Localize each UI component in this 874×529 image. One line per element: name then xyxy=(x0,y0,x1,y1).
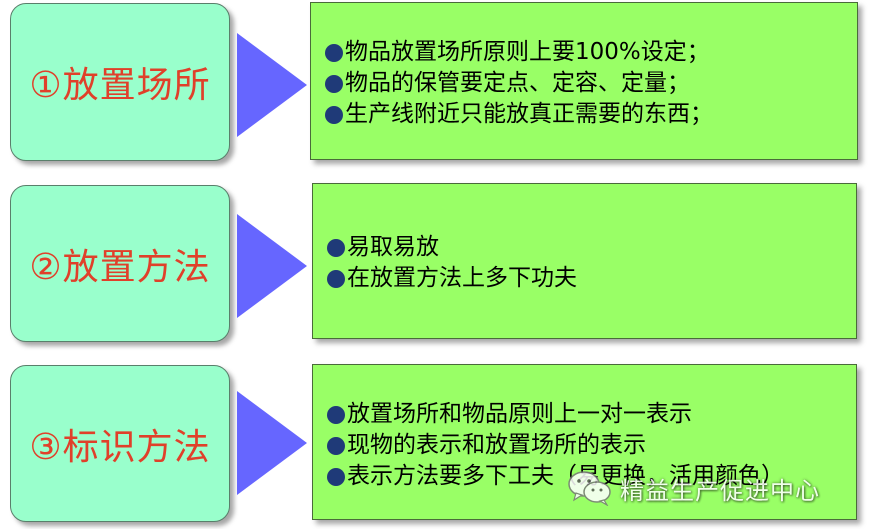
row-1-label-box: ①放置场所 xyxy=(10,3,230,161)
bullet-text: 现物的表示和放置场所的表示 xyxy=(347,432,646,458)
row-2-arrow-icon xyxy=(237,214,307,318)
bullet-text: 表示方法要多下工夫（易更换，活用颜色） xyxy=(347,463,784,489)
bullet-text: 易取易放 xyxy=(347,234,439,260)
row-2-label: ②放置方法 xyxy=(29,246,211,288)
watermark-text: 精益生产促进中心 xyxy=(620,476,820,505)
row-2-bullet-2: 在放置方法上多下功夫 xyxy=(327,263,856,294)
bullet-dot-icon xyxy=(325,105,343,124)
wechat-icon xyxy=(568,471,611,506)
row-3-bullet-1: 放置场所和物品原则上一对一表示 xyxy=(327,399,856,430)
row-1-bullet-3: 生产线附近只能放真正需要的东西； xyxy=(325,99,857,130)
row-1-bullet-2: 物品的保管要定点、定容、定量； xyxy=(325,68,857,99)
watermark: 精益生产促进中心 xyxy=(568,470,820,506)
bullet-dot-icon xyxy=(325,74,343,93)
row-1-label: ①放置场所 xyxy=(29,65,211,106)
bullet-dot-icon xyxy=(327,436,345,455)
bullet-text: 在放置方法上多下功夫 xyxy=(347,265,577,291)
row-1-arrow-icon xyxy=(237,33,307,137)
row-3-label: ③标识方法 xyxy=(29,426,211,468)
bullet-dot-icon xyxy=(327,405,345,424)
row-3-bullet-3: 表示方法要多下工夫（易更换，活用颜色） xyxy=(327,461,856,492)
bullet-text: 生产线附近只能放真正需要的东西； xyxy=(345,101,713,127)
row-1-bullet-1: 物品放置场所原则上要100%设定； xyxy=(325,37,857,68)
row-3-arrow-icon xyxy=(237,391,307,495)
row-3-bullet-2: 现物的表示和放置场所的表示 xyxy=(327,430,856,461)
row-2-content-box: 易取易放 在放置方法上多下功夫 xyxy=(312,183,857,339)
bullet-dot-icon xyxy=(327,238,345,257)
bullet-text: 物品放置场所原则上要100%设定； xyxy=(345,39,710,65)
bullet-text: 放置场所和物品原则上一对一表示 xyxy=(347,401,692,427)
row-2-label-box: ②放置方法 xyxy=(10,185,230,342)
bullet-dot-icon xyxy=(327,467,345,486)
bullet-dot-icon xyxy=(327,269,345,288)
bullet-text: 物品的保管要定点、定容、定量； xyxy=(345,70,690,96)
row-1-content-box: 物品放置场所原则上要100%设定； 物品的保管要定点、定容、定量； 生产线附近只… xyxy=(310,2,858,160)
bullet-dot-icon xyxy=(325,43,343,62)
row-2-bullet-1: 易取易放 xyxy=(327,232,856,263)
row-3-label-box: ③标识方法 xyxy=(10,365,230,522)
